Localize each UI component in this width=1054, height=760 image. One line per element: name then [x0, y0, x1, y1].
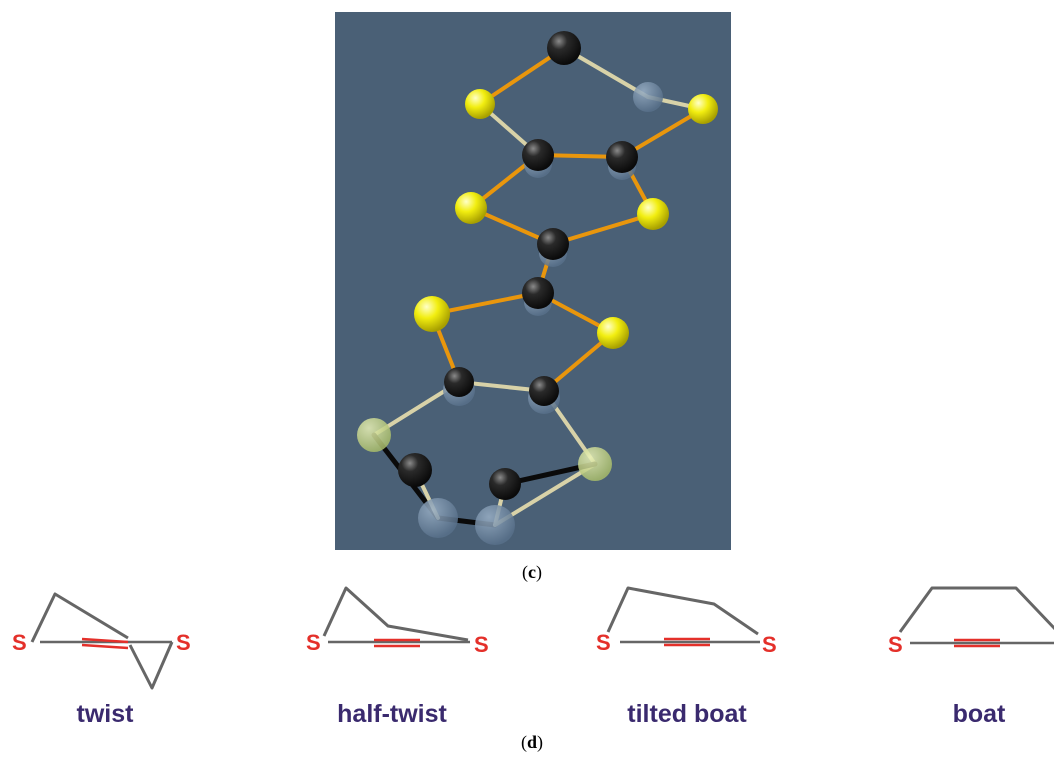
caption-d: (d)	[502, 732, 562, 753]
atom-s-top-right	[688, 94, 718, 124]
conformation-label-tilted-boat: tilted boat	[627, 700, 747, 728]
caption-c-letter: c	[528, 562, 536, 582]
atom-c-upper-right	[606, 141, 638, 173]
molecule-3d-model	[335, 12, 731, 550]
caption-d-paren-open: (	[520, 732, 527, 752]
atom-s-upper-left	[455, 192, 487, 224]
caption-d-letter: d	[526, 732, 537, 752]
half-twist-sulfur-left: S	[306, 630, 321, 655]
atom-c-lower-right	[529, 376, 559, 406]
atom-s-ghost-right	[578, 447, 612, 481]
atom-c-upper-left	[522, 139, 554, 171]
conformation-label-half-twist: half-twist	[337, 700, 447, 728]
tilted-boat-sulfur-right: S	[762, 632, 777, 657]
atom-c-bottom-2	[489, 468, 521, 500]
caption-c: (c)	[502, 562, 562, 583]
half-twist-sulfur-right: S	[474, 632, 489, 657]
conformation-tilted-boat-diagram: S S	[596, 586, 777, 657]
bond-s-upper-right-c-center-1	[551, 212, 655, 246]
atom-ghost-top	[633, 82, 663, 112]
twist-sulfur-right: S	[176, 630, 191, 655]
caption-c-paren-open: (	[522, 562, 528, 582]
caption-d-paren-close: )	[537, 732, 543, 752]
atom-c-center-2	[522, 277, 554, 309]
atom-c-lower-left	[444, 367, 474, 397]
caption-c-paren-close: )	[536, 562, 542, 582]
atom-s-ghost-left	[357, 418, 391, 452]
tilted-boat-sulfur-left: S	[596, 630, 611, 655]
twist-sulfur-left: S	[12, 630, 27, 655]
atom-s-lower-left	[414, 296, 450, 332]
boat-sulfur-left: S	[888, 632, 903, 657]
atom-ghost-bottom-1	[418, 498, 458, 538]
bond-c-center-2-s-lower-left	[430, 291, 540, 316]
atom-ghost-bottom-2	[475, 505, 515, 545]
atom-group	[357, 31, 718, 545]
atom-s-upper-right	[637, 198, 669, 230]
atom-s-lower-right	[597, 317, 629, 349]
conformation-boat-diagram: S	[888, 586, 1054, 657]
atom-c-bottom-1	[398, 453, 432, 487]
atom-c-top	[547, 31, 581, 65]
atom-s-top-left	[465, 89, 495, 119]
atom-c-center-1	[537, 228, 569, 260]
conformation-label-twist: twist	[76, 700, 134, 728]
conformation-half-twist-diagram: S S	[306, 586, 489, 657]
conformation-twist-diagram: S S	[12, 592, 191, 690]
conformation-label-boat: boat	[952, 700, 1006, 728]
